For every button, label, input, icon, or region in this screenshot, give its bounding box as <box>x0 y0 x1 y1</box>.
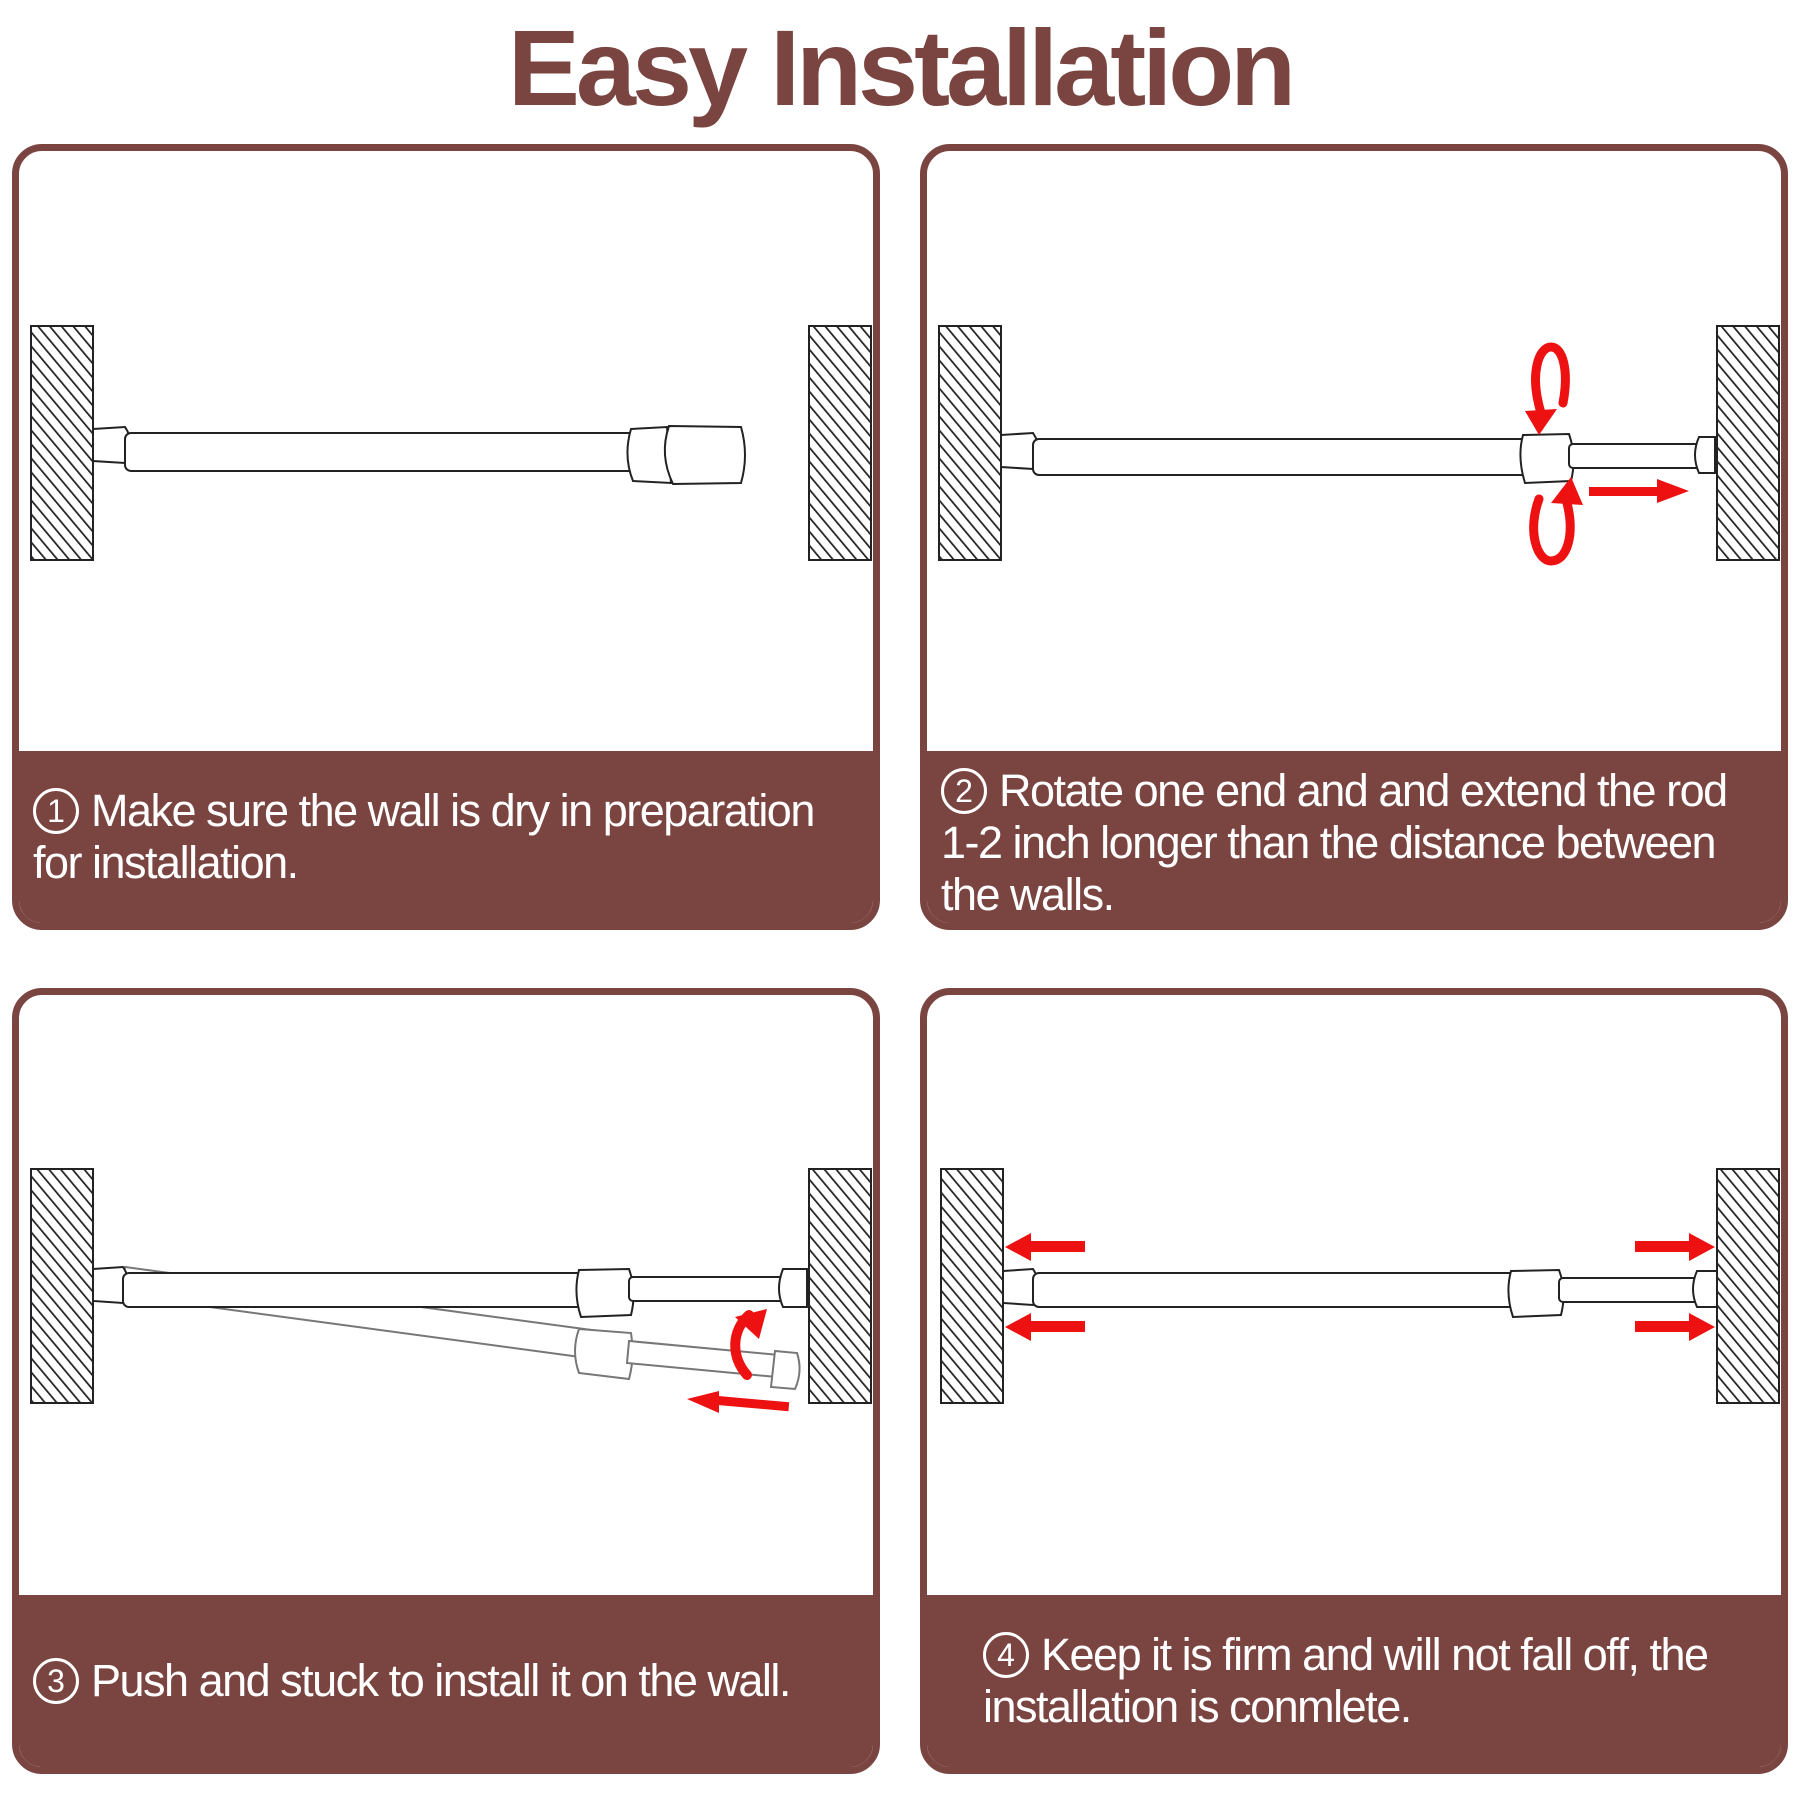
press-right-arrows-icon <box>1635 1233 1715 1341</box>
step-3-number: 3 <box>33 1658 79 1704</box>
step-2-illustration <box>938 325 1780 566</box>
tension-rod <box>1002 1267 1718 1319</box>
step-3-panel: 3 Push and stuck to install it on the wal… <box>12 988 880 1774</box>
step-4-text: Keep it is firm and will not fall off, t… <box>983 1629 1709 1732</box>
left-wall <box>30 1168 94 1404</box>
step-3-text: Push and stuck to install it on the wall… <box>91 1655 791 1706</box>
step-3-caption: 3 Push and stuck to install it on the wal… <box>19 1595 873 1767</box>
right-wall <box>1716 1168 1780 1404</box>
left-wall <box>30 325 94 561</box>
step-4-illustration <box>940 1168 1780 1404</box>
step-2-number: 2 <box>941 768 987 814</box>
page-title: Easy Installation <box>507 7 1296 128</box>
left-wall <box>938 325 1002 561</box>
tension-rod-final <box>92 1265 808 1319</box>
step-4-number: 4 <box>983 1632 1029 1678</box>
push-left-arrow-icon <box>687 1391 790 1413</box>
right-wall <box>808 325 872 561</box>
tension-rod <box>1000 431 1716 485</box>
step-2-text: Rotate one end and and extend the rod 1-… <box>941 765 1728 920</box>
rotate-arrowheads <box>1525 409 1583 505</box>
step-1-number: 1 <box>33 788 79 834</box>
left-wall <box>940 1168 1004 1404</box>
step-1-text: Make sure the wall is dry in preparation… <box>33 785 815 888</box>
tension-rod <box>92 424 746 486</box>
right-wall <box>808 1168 872 1404</box>
step-1-illustration <box>30 325 872 561</box>
extend-arrow-icon <box>1589 479 1689 503</box>
step-3-illustration <box>30 1168 872 1413</box>
press-left-arrows-icon <box>1005 1233 1085 1341</box>
right-wall <box>1716 325 1780 561</box>
rotate-arrows-icon <box>1529 342 1575 566</box>
